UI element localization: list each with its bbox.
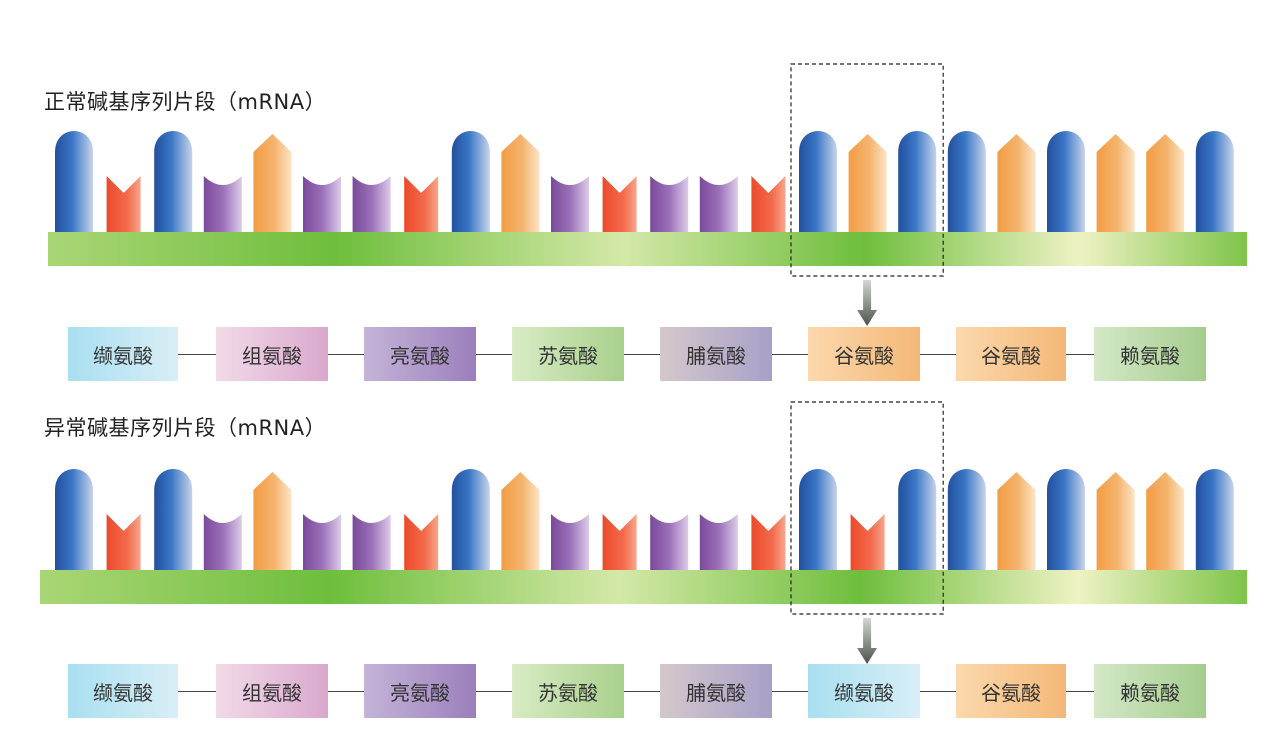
mutant-base-c-4 — [203, 514, 242, 572]
normal-base-c-7 — [352, 176, 391, 234]
mutant-base-c-11 — [551, 514, 589, 572]
normal-peptide-bond-4 — [624, 354, 660, 355]
mutant-peptide-bond-1 — [178, 691, 216, 692]
normal-base-v-2 — [106, 176, 141, 234]
normal-base-v-15 — [751, 176, 786, 234]
normal-down-arrow-icon — [857, 280, 878, 326]
mutant-base-u-1 — [55, 469, 93, 572]
normal-base-a-22 — [1096, 134, 1135, 234]
mutant-base-u-21 — [1047, 469, 1085, 572]
normal-strand — [48, 63, 1247, 326]
normal-base-a-23 — [1146, 134, 1185, 234]
mutant-base-c-7 — [352, 514, 391, 572]
normal-amino-acid-7: 谷氨酸 — [956, 327, 1066, 381]
mutant-strand — [40, 401, 1247, 664]
normal-base-a-5 — [253, 134, 292, 234]
normal-base-c-14 — [699, 176, 738, 234]
normal-base-a-17 — [848, 134, 887, 234]
normal-amino-acid-2: 组氨酸 — [216, 327, 328, 381]
mutant-title: 异常碱基序列片段（mRNA） — [44, 416, 327, 440]
normal-base-u-1 — [55, 131, 93, 234]
normal-base-u-24 — [1195, 131, 1234, 234]
mutant-base-v-15 — [751, 514, 786, 572]
mutant-peptide-bond-4 — [624, 691, 660, 692]
mutant-peptide-bond-2 — [328, 691, 364, 692]
mutant-base-a-22 — [1096, 472, 1135, 572]
mutant-base-v-8 — [404, 514, 439, 572]
mutant-down-arrow-icon — [857, 618, 878, 664]
mutant-amino-acid-3: 亮氨酸 — [364, 664, 476, 718]
normal-base-v-8 — [404, 176, 439, 234]
normal-base-u-3 — [154, 131, 193, 234]
mutant-amino-acid-1: 缬氨酸 — [68, 664, 178, 718]
normal-backbone — [48, 232, 1247, 266]
mutant-base-u-16 — [799, 469, 837, 572]
mutant-base-a-20 — [997, 472, 1036, 572]
mutant-peptide-bond-7 — [1066, 691, 1094, 692]
mutant-base-v-2 — [106, 514, 141, 572]
normal-base-v-12 — [602, 176, 637, 234]
normal-base-u-18 — [898, 131, 937, 234]
normal-base-u-9 — [451, 131, 490, 234]
mutant-base-c-13 — [650, 514, 689, 572]
mutant-amino-acid-2: 组氨酸 — [216, 664, 328, 718]
normal-amino-acid-1: 缬氨酸 — [68, 327, 178, 381]
mutant-base-v-12 — [602, 514, 637, 572]
mutant-base-u-19 — [947, 469, 986, 572]
mutant-amino-acid-6: 缬氨酸 — [808, 664, 920, 718]
normal-base-c-4 — [203, 176, 242, 234]
normal-base-a-10 — [501, 134, 540, 234]
normal-amino-acid-6: 谷氨酸 — [808, 327, 920, 381]
normal-peptide-bond-1 — [178, 354, 216, 355]
normal-base-c-11 — [551, 176, 589, 234]
mutant-peptide-bond-5 — [772, 691, 808, 692]
mutant-peptide-bond-6 — [920, 691, 956, 692]
normal-amino-acid-3: 亮氨酸 — [364, 327, 476, 381]
normal-base-c-13 — [650, 176, 689, 234]
normal-amino-acid-5: 脯氨酸 — [660, 327, 772, 381]
normal-base-u-16 — [799, 131, 837, 234]
mutant-base-c-14 — [699, 514, 738, 572]
mutant-backbone — [40, 570, 1247, 604]
mutant-amino-acid-5: 脯氨酸 — [660, 664, 772, 718]
normal-peptide-bond-5 — [772, 354, 808, 355]
mutant-base-u-3 — [154, 469, 193, 572]
normal-amino-acid-4: 苏氨酸 — [512, 327, 624, 381]
normal-peptide-bond-2 — [328, 354, 364, 355]
mutant-base-a-5 — [253, 472, 292, 572]
normal-peptide-bond-3 — [476, 354, 512, 355]
normal-amino-acid-8: 赖氨酸 — [1094, 327, 1206, 381]
mutant-base-a-10 — [501, 472, 540, 572]
normal-peptide-bond-6 — [920, 354, 956, 355]
normal-peptide-bond-7 — [1066, 354, 1094, 355]
mutant-base-u-18 — [898, 469, 937, 572]
mutant-amino-acid-4: 苏氨酸 — [512, 664, 624, 718]
mutant-base-v-17 — [850, 514, 885, 572]
normal-base-a-20 — [997, 134, 1036, 234]
mutant-base-c-6 — [303, 514, 341, 572]
mutant-amino-acid-8: 赖氨酸 — [1094, 664, 1206, 718]
normal-base-c-6 — [303, 176, 341, 234]
mutant-amino-acid-7: 谷氨酸 — [956, 664, 1066, 718]
mutant-base-u-24 — [1195, 469, 1234, 572]
mutant-base-a-23 — [1146, 472, 1185, 572]
normal-base-u-21 — [1047, 131, 1085, 234]
mutant-base-u-9 — [451, 469, 490, 572]
mutant-peptide-bond-3 — [476, 691, 512, 692]
normal-title: 正常碱基序列片段（mRNA） — [44, 90, 327, 114]
normal-base-u-19 — [947, 131, 986, 234]
